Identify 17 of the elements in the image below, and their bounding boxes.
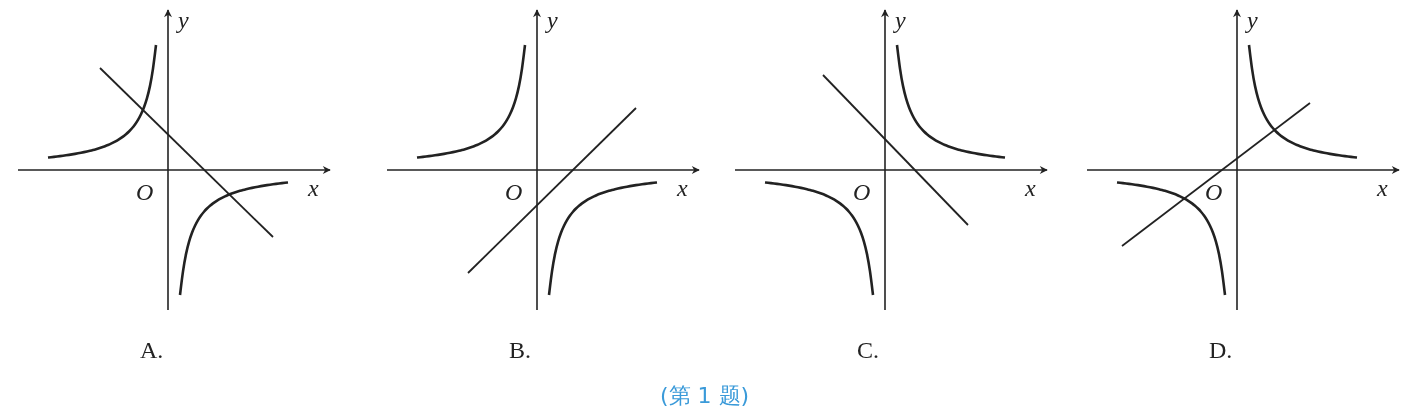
axis-label: x bbox=[1025, 176, 1036, 200]
axis-label: y bbox=[895, 8, 906, 32]
origin-label: O bbox=[1205, 180, 1223, 204]
option-label: B. bbox=[509, 338, 531, 362]
origin-label: O bbox=[136, 180, 154, 204]
axis-label: y bbox=[178, 8, 189, 32]
axis-label: y bbox=[547, 8, 558, 32]
axis-label: x bbox=[1377, 176, 1388, 200]
option-label: A. bbox=[140, 338, 164, 362]
axis-label: x bbox=[677, 176, 688, 200]
origin-label: O bbox=[853, 180, 871, 204]
origin-label: O bbox=[505, 180, 523, 204]
caption: (第 1 题) bbox=[660, 385, 750, 407]
axis-label: x bbox=[308, 176, 319, 200]
option-label: D. bbox=[1209, 338, 1233, 362]
axis-label: y bbox=[1247, 8, 1258, 32]
option-label: C. bbox=[857, 338, 879, 362]
